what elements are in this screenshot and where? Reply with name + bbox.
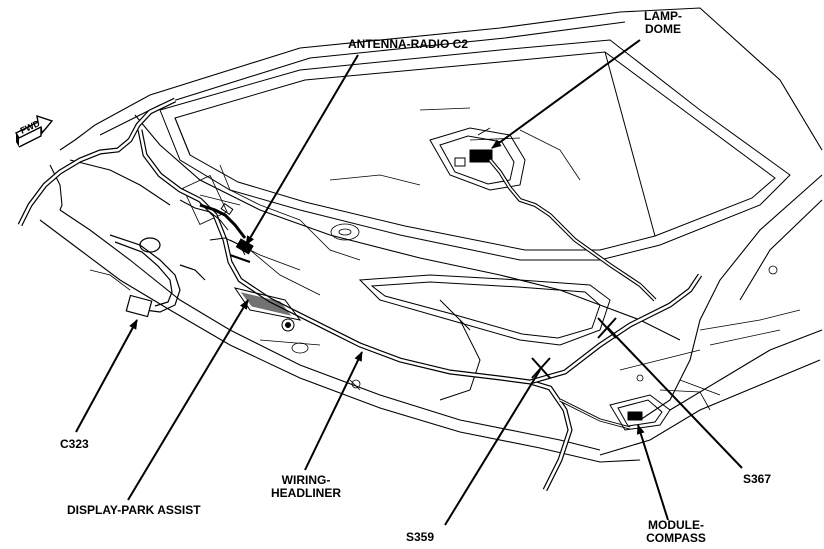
module-compass-leader <box>636 424 669 521</box>
c323-label: C323 <box>60 437 89 451</box>
lamp-dome-label-line2: DOME <box>645 22 681 36</box>
roof-headliner-outline <box>39 7 823 463</box>
s359-label: S359 <box>406 530 435 544</box>
s367-leader <box>607 327 743 469</box>
s359-splice-marker <box>531 357 551 379</box>
s359-leader <box>444 369 541 526</box>
lamp-dome-label: LAMP- DOME <box>638 10 688 36</box>
headliner-wiring-harness <box>17 97 703 492</box>
s367-label: S367 <box>743 472 772 486</box>
wiring-headliner-label-line1: WIRING- <box>281 473 331 487</box>
module-compass-label: MODULE- COMPASS <box>640 519 712 545</box>
c323-leader <box>75 319 138 433</box>
panel-details <box>89 107 801 411</box>
module-compass-label-line1: MODULE- <box>648 518 704 532</box>
fwd-arrow-icon: FWD <box>15 114 54 148</box>
wiring-headliner-leader <box>304 351 363 471</box>
antenna-radio-leader <box>245 54 359 246</box>
display-park-assist-leader <box>127 299 249 501</box>
display-park-assist-label: DISPLAY-PARK ASSIST <box>67 503 201 517</box>
antenna-radio-label: ANTENNA-RADIO C2 <box>348 37 468 51</box>
lamp-dome-label-line1: LAMP- <box>644 9 682 23</box>
antenna-radio-connector <box>179 199 254 256</box>
compass-module <box>609 394 671 431</box>
dome-lamp-assembly <box>429 127 526 191</box>
module-compass-label-line2: COMPASS <box>646 531 706 545</box>
sunroof-opening <box>159 39 791 401</box>
lamp-dome-leader <box>491 39 641 149</box>
leader-lines <box>75 39 743 526</box>
wiring-headliner-label: WIRING- HEADLINER <box>262 474 350 500</box>
c323-connector <box>109 234 206 318</box>
wiring-headliner-label-line2: HEADLINER <box>270 486 341 500</box>
